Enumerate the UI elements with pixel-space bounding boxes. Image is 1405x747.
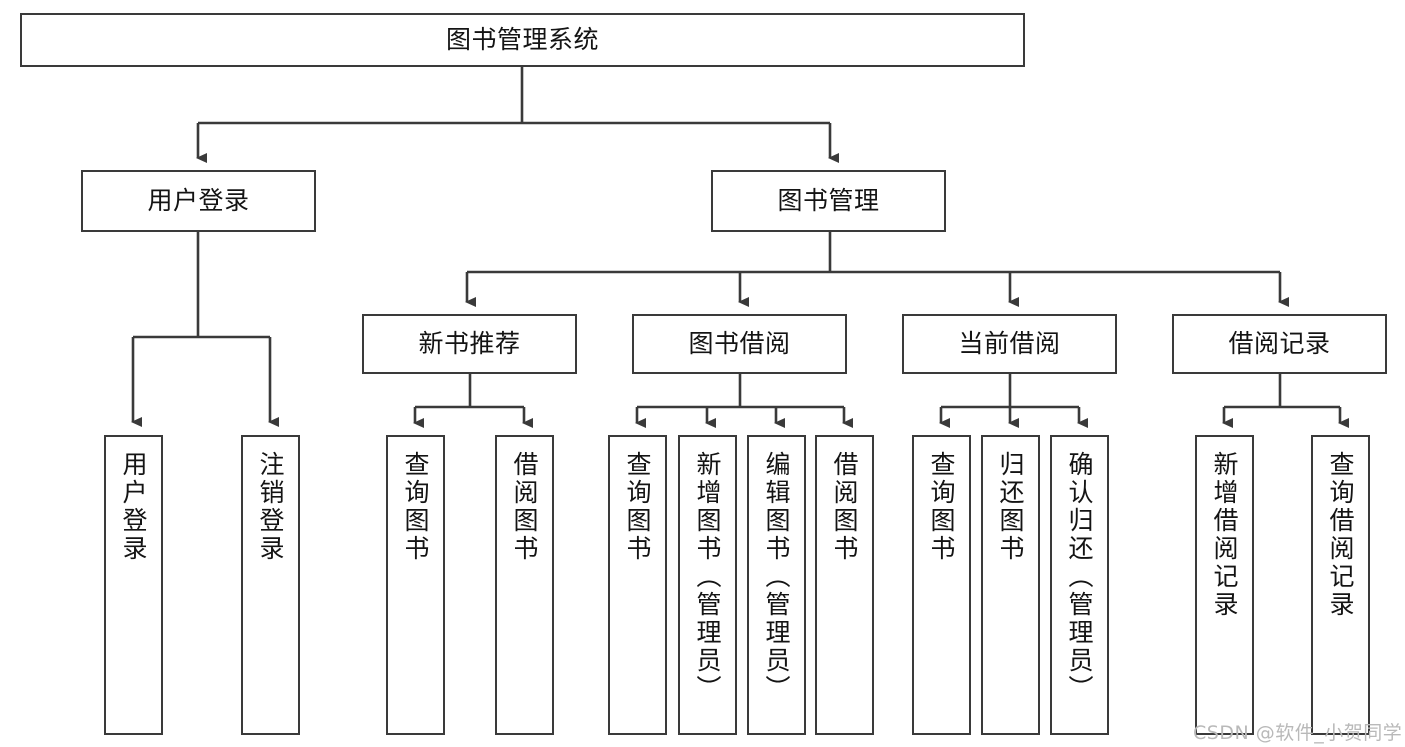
node-current-borrowing[interactable]: 当前借阅 [902,314,1117,374]
leaf-query-book-new[interactable]: 查询图书 [386,435,445,735]
node-label: 借阅图书 [510,451,539,563]
node-root-book-management-system[interactable]: 图书管理系统 [20,13,1025,67]
node-label: 查询图书 [401,451,430,563]
node-label: 图书借阅 [688,329,791,358]
leaf-query-book-borrow[interactable]: 查询图书 [608,435,667,735]
node-label: 新增借阅记录 [1210,451,1239,619]
leaf-query-borrow-record[interactable]: 查询借阅记录 [1311,435,1370,735]
node-label: 借阅记录 [1228,329,1331,358]
node-label: 确认归还（管理员） [1065,451,1094,703]
node-label: 图书管理 [777,186,880,215]
leaf-edit-book-admin[interactable]: 编辑图书（管理员） [747,435,806,735]
leaf-query-book-current[interactable]: 查询图书 [912,435,971,735]
node-label: 新书推荐 [418,329,521,358]
node-label: 注销登录 [256,451,285,563]
node-label: 查询图书 [927,451,956,563]
node-new-book-recommendation[interactable]: 新书推荐 [362,314,577,374]
node-label: 当前借阅 [958,329,1061,358]
leaf-add-borrow-record[interactable]: 新增借阅记录 [1195,435,1254,735]
node-label: 借阅图书 [830,451,859,563]
leaf-return-book[interactable]: 归还图书 [981,435,1040,735]
node-user-login[interactable]: 用户登录 [81,170,316,232]
node-book-borrowing[interactable]: 图书借阅 [632,314,847,374]
node-label: 用户登录 [147,186,250,215]
leaf-add-book-admin[interactable]: 新增图书（管理员） [678,435,737,735]
node-book-management[interactable]: 图书管理 [711,170,946,232]
watermark: CSDN @软件_小贺同学 [1193,722,1403,744]
leaf-borrow-book[interactable]: 借阅图书 [815,435,874,735]
leaf-logout[interactable]: 注销登录 [241,435,300,735]
node-label: 新增图书（管理员） [693,451,722,703]
node-borrowing-record[interactable]: 借阅记录 [1172,314,1387,374]
node-label: 查询借阅记录 [1326,451,1355,619]
node-label: 查询图书 [623,451,652,563]
leaf-borrow-book-new[interactable]: 借阅图书 [495,435,554,735]
leaf-confirm-return-admin[interactable]: 确认归还（管理员） [1050,435,1109,735]
node-label: 编辑图书（管理员） [762,451,791,703]
leaf-user-login[interactable]: 用户登录 [104,435,163,735]
node-label: 图书管理系统 [445,25,599,54]
node-label: 归还图书 [996,451,1025,563]
node-label: 用户登录 [119,451,148,563]
